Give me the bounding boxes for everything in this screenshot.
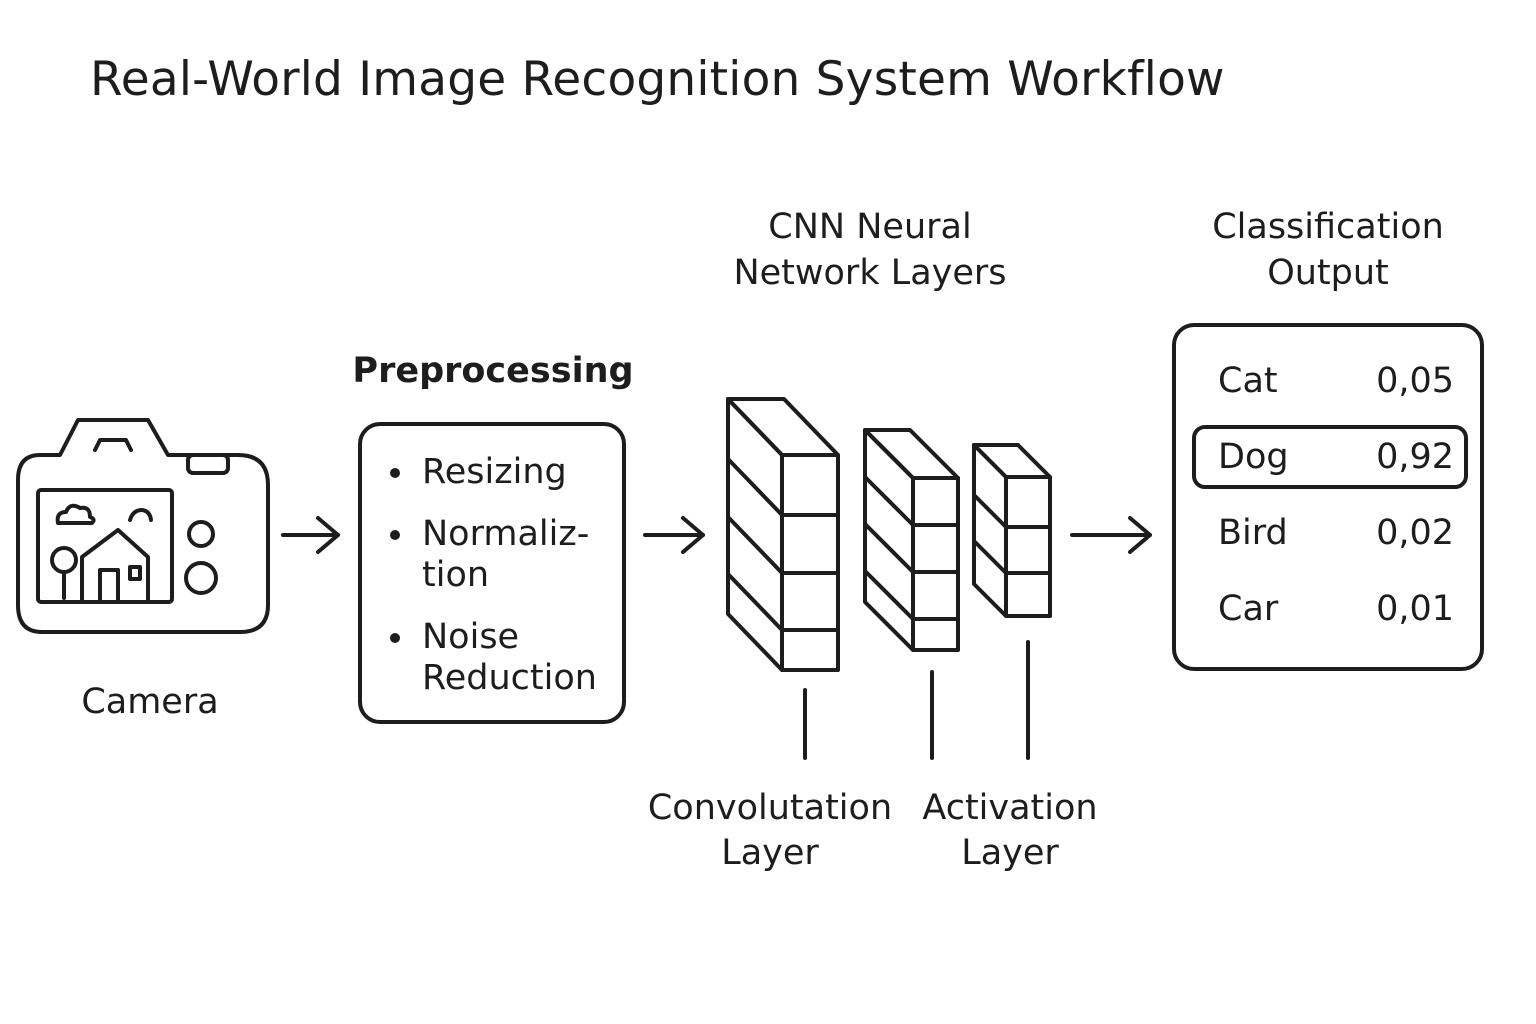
output-class-label: Bird [1218, 513, 1288, 553]
output-class-label: Dog [1218, 437, 1289, 477]
output-heading-line2: Output [1267, 253, 1389, 293]
output-heading: Classification Output [1168, 204, 1488, 296]
cnn-heading-line1: CNN Neural [768, 207, 972, 247]
output-score: 0,01 [1376, 589, 1454, 629]
cnn-heading-line2: Network Layers [733, 253, 1007, 293]
cnn-block-3 [972, 443, 1052, 618]
arrow-camera-to-preprocessing [281, 516, 340, 554]
convolution-label-line2: Layer [721, 833, 819, 873]
classification-output-box: Cat 0,05 Dog 0,92 Bird 0,02 Car 0,01 [1172, 323, 1484, 671]
output-class-label: Car [1218, 589, 1279, 629]
preprocessing-heading: Preprocessing [352, 351, 634, 391]
preprocessing-step: Noise Reduction [388, 617, 622, 699]
output-class-label: Cat [1218, 361, 1278, 401]
output-heading-line1: Classification [1212, 207, 1444, 247]
preprocessing-step: Resizing [388, 452, 622, 493]
convolution-label-line1: Convolutation [647, 788, 893, 828]
output-row: Car 0,01 [1192, 577, 1468, 641]
preprocessing-step-text: Normaliz- [422, 514, 590, 554]
activation-label-line1: Activation [922, 788, 1098, 828]
activation-layer-label: Activation Layer [900, 786, 1120, 876]
preprocessing-steps: Resizing Normaliz- tion Noise Reduction [388, 452, 622, 720]
arrow-preprocessing-to-cnn [643, 516, 705, 554]
preprocessing-step-text: Resizing [422, 452, 567, 492]
cnn-heading: CNN Neural Network Layers [700, 204, 1040, 296]
preprocessing-step-text-continued: Reduction [422, 658, 597, 698]
convolution-layer-label: Convolutation Layer [640, 786, 900, 876]
cnn-block-1 [726, 397, 840, 672]
output-score: 0,02 [1376, 513, 1454, 553]
camera-label: Camera [81, 682, 219, 722]
output-row: Cat 0,05 [1192, 349, 1468, 413]
cnn-block-2 [863, 428, 960, 652]
preprocessing-step-text: Noise [422, 617, 520, 657]
activation-label-line2: Layer [961, 833, 1059, 873]
arrow-cnn-to-output [1070, 516, 1152, 554]
preprocessing-step-text-continued: tion [422, 555, 490, 595]
output-row-highlighted: Dog 0,92 [1192, 425, 1468, 489]
output-row: Bird 0,02 [1192, 501, 1468, 565]
output-score: 0,05 [1376, 361, 1454, 401]
preprocessing-box: Resizing Normaliz- tion Noise Reduction [358, 422, 626, 724]
output-score: 0,92 [1376, 437, 1454, 477]
preprocessing-step: Normaliz- tion [388, 514, 622, 596]
diagram-title: Real-World Image Recognition System Work… [90, 52, 1225, 107]
camera-icon [16, 418, 270, 634]
